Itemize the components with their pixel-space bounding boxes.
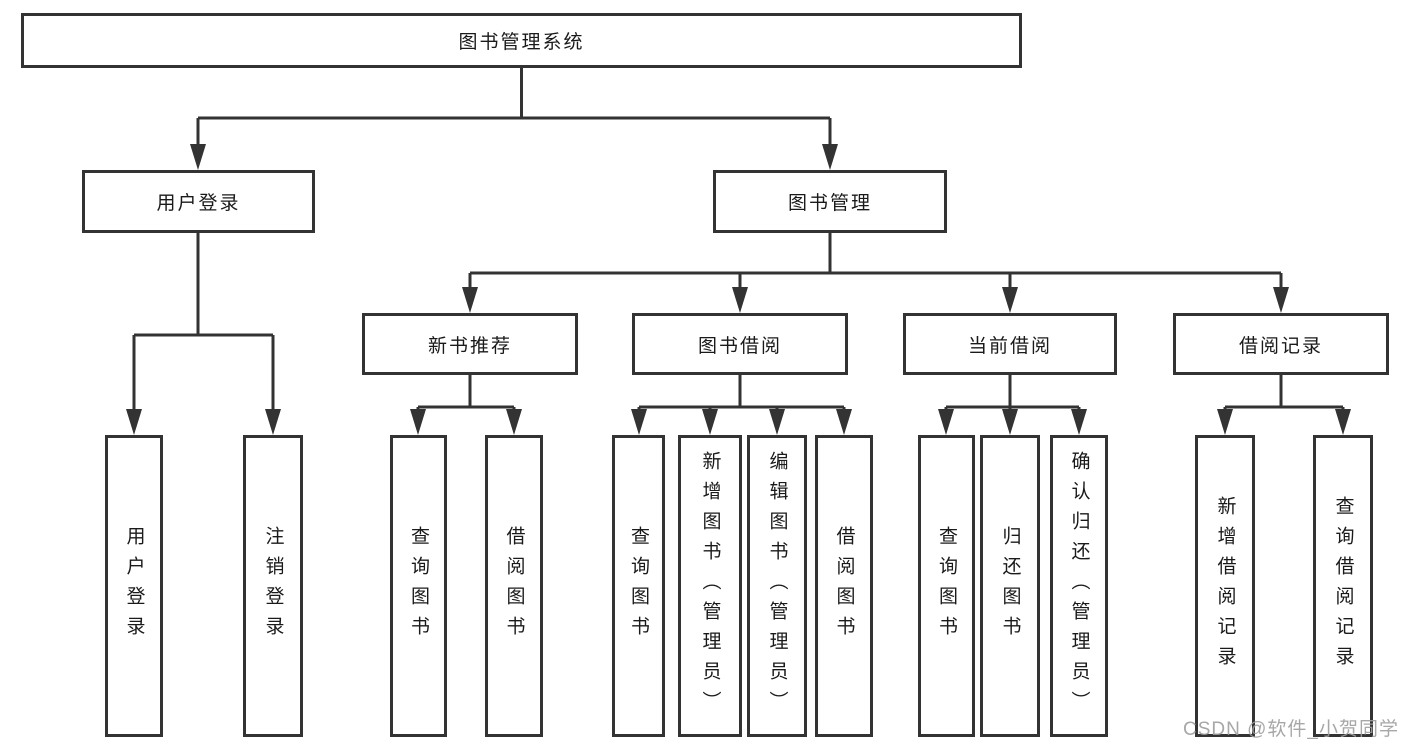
leaf-borrow-book-recommend-label: 借阅图书 [503,526,525,646]
leaf-query-book-recommend: 查询图书 [390,435,447,737]
leaf-edit-book-admin: 编辑图书（管理员） [747,435,807,737]
leaf-user-login-label: 用户登录 [123,526,145,646]
leaf-edit-book-admin-label: 编辑图书（管理员） [766,451,788,721]
leaf-return-book: 归还图书 [980,435,1040,737]
node-current-borrowing: 当前借阅 [903,313,1117,375]
connector-root-to-level2 [190,68,838,170]
node-borrowing-records: 借阅记录 [1173,313,1389,375]
leaf-confirm-return-admin-label: 确认归还（管理员） [1068,451,1090,721]
leaf-query-borrow-record: 查询借阅记录 [1313,435,1373,737]
leaf-confirm-return-admin: 确认归还（管理员） [1050,435,1108,737]
csdn-watermark: CSDN @软件_小贺同学 [1183,719,1399,740]
node-book-management: 图书管理 [713,170,947,233]
node-root-library-system: 图书管理系统 [21,13,1022,68]
leaf-borrow-book-label: 借阅图书 [833,526,855,646]
node-user-login: 用户登录 [82,170,315,233]
connector-borrow-records-children [1217,375,1351,435]
leaf-borrow-book: 借阅图书 [815,435,873,737]
leaf-logout-label: 注销登录 [262,526,284,646]
leaf-query-book-current-label: 查询图书 [936,526,957,646]
node-book-borrowing: 图书借阅 [632,313,848,375]
leaf-logout: 注销登录 [243,435,303,737]
leaf-query-book-borrowing: 查询图书 [612,435,665,737]
leaf-query-book-recommend-label: 查询图书 [408,526,429,646]
connector-user-login-children [126,233,281,435]
connector-book-mgmt-children [462,233,1289,313]
node-new-book-recommend: 新书推荐 [362,313,578,375]
connector-new-book-rec-children [410,375,522,435]
leaf-add-borrow-record-label: 新增借阅记录 [1214,496,1236,676]
leaf-query-book-borrowing-label: 查询图书 [628,526,649,646]
leaf-add-book-admin: 新增图书（管理员） [678,435,742,737]
connector-current-borrow-children [938,375,1087,435]
leaf-user-login: 用户登录 [105,435,163,737]
leaf-query-borrow-record-label: 查询借阅记录 [1332,496,1354,676]
leaf-add-book-admin-label: 新增图书（管理员） [699,451,721,721]
leaf-return-book-label: 归还图书 [999,526,1021,646]
leaf-borrow-book-recommend: 借阅图书 [485,435,543,737]
leaf-add-borrow-record: 新增借阅记录 [1195,435,1255,737]
leaf-query-book-current: 查询图书 [918,435,975,737]
connector-book-borrow-children [631,375,852,435]
